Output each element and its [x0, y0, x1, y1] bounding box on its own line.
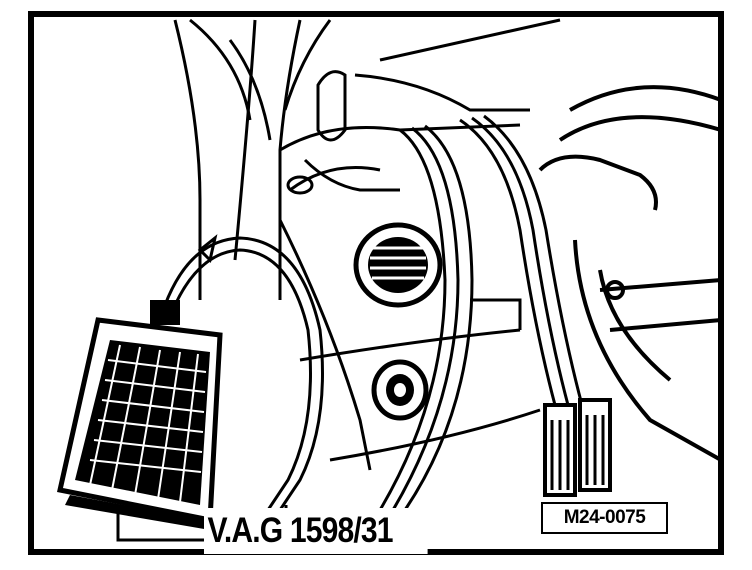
dashboard-outline	[173, 18, 561, 471]
harness-connector-icon	[543, 398, 612, 497]
cable-left	[163, 234, 324, 511]
upper-bracket	[286, 70, 400, 195]
cable-right	[459, 114, 584, 406]
tool-label: V.A.G 1598/31	[204, 508, 428, 554]
test-box-icon	[57, 300, 223, 530]
label-leader-line	[116, 512, 208, 542]
steering-wheel-icon	[538, 85, 722, 462]
ignition-switch-icon	[371, 359, 429, 421]
cable-middle	[378, 124, 474, 511]
figure-code-label: M24-0075	[541, 502, 668, 534]
air-vent-icon	[353, 222, 443, 308]
